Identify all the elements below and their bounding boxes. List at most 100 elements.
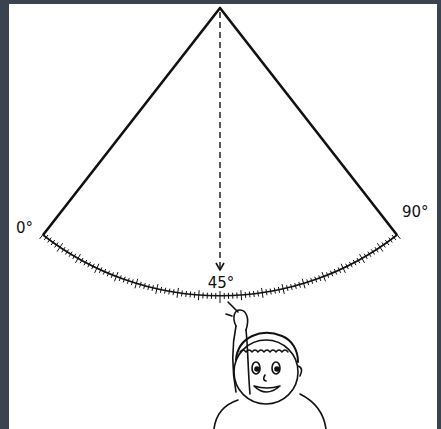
scale-tick [385, 240, 388, 245]
scale-tick [103, 269, 105, 275]
scale-tick [236, 293, 237, 299]
scale-tick [392, 235, 396, 240]
frame-top [0, 0, 441, 4]
scale-tick [394, 231, 400, 239]
scale-tick [299, 282, 301, 288]
scale-tick [198, 290, 200, 300]
scale-tick [377, 243, 383, 251]
scale-tick [123, 277, 125, 283]
scale-tick [51, 240, 54, 245]
scale-tick [215, 293, 216, 299]
scale-tick [119, 275, 121, 281]
scale-tick [127, 278, 129, 284]
scale-tick [322, 272, 326, 281]
scale-tick [245, 292, 247, 298]
scale-tick [232, 293, 233, 299]
scale-tick [131, 279, 133, 285]
scale-tick [368, 252, 371, 257]
scale-tick [249, 291, 251, 297]
scale-tick [334, 269, 336, 275]
scale-tick [291, 284, 292, 290]
scale-tick [107, 271, 109, 277]
scale-tick [55, 243, 58, 248]
scale-tick [95, 264, 99, 273]
scale-tick [99, 267, 101, 272]
scale-tick [287, 285, 288, 291]
scale-tick [327, 272, 329, 278]
scale-tick [240, 290, 242, 300]
scale-tick [194, 292, 196, 298]
scale-tick [57, 243, 63, 251]
scale-tick [266, 289, 268, 295]
scale-tick [357, 258, 360, 263]
scale-tick [185, 291, 187, 297]
scale-tick [360, 254, 365, 263]
scale-tick [152, 285, 153, 291]
scale-tick [278, 287, 279, 293]
scale-tick [371, 249, 374, 254]
scale-tick [207, 293, 208, 299]
scale-tick [73, 254, 76, 259]
scale-tick [88, 262, 91, 267]
scale-tick [144, 283, 146, 289]
scale-tick [44, 235, 48, 240]
scale-tick [364, 254, 367, 259]
scale-tick [353, 260, 356, 265]
scale-tick [224, 293, 225, 299]
scale-tick [270, 289, 271, 295]
scale-tick [48, 238, 52, 243]
angle-label: 45° [207, 276, 236, 291]
scale-tick [228, 293, 229, 299]
scale-tick [211, 293, 212, 299]
scale-tick [338, 267, 340, 272]
scale-tick [181, 291, 183, 297]
scale-tick [111, 272, 113, 278]
scale-tick [135, 279, 138, 289]
scale-tick [69, 252, 72, 257]
angle-label: 0° [16, 221, 33, 236]
scale-tick [375, 247, 378, 252]
scale-tick [315, 277, 317, 283]
scale-tick [349, 262, 352, 267]
scale-tick [65, 249, 68, 254]
scale-tick [330, 271, 332, 277]
scale-tick [220, 289, 221, 303]
person-figure [214, 302, 326, 429]
scale-tick [156, 284, 158, 294]
scale-tick [307, 279, 309, 285]
scale-tick [311, 278, 313, 284]
scale-tick [169, 289, 170, 295]
scale-tick [165, 288, 166, 294]
scale-tick [177, 288, 178, 298]
plumb-line [219, 12, 220, 270]
scale-tick [302, 279, 305, 289]
scale-tick [173, 289, 175, 295]
scale-tick [253, 291, 255, 297]
angle-label: 90° [402, 205, 429, 220]
frame-left [0, 0, 9, 429]
scale-tick [202, 293, 203, 299]
scale-tick [274, 288, 275, 294]
scale-tick [114, 272, 118, 281]
scale-tick [160, 287, 161, 293]
frame-right [437, 0, 441, 429]
scale-tick [295, 283, 297, 289]
scale-tick [80, 258, 83, 263]
scale-tick [282, 284, 284, 294]
scale-tick [190, 291, 192, 297]
scale-tick [140, 282, 142, 288]
scale-tick [341, 264, 345, 273]
scale-tick [40, 231, 46, 239]
scale-tick [382, 243, 385, 248]
scale-tick [319, 275, 321, 281]
scale-tick [389, 238, 393, 243]
scale-tick [92, 264, 95, 269]
scale-tick [148, 284, 149, 290]
scale-tick [84, 260, 87, 265]
scale-tick [257, 291, 259, 297]
scale-tick [346, 264, 349, 269]
scale-tick [75, 254, 80, 263]
